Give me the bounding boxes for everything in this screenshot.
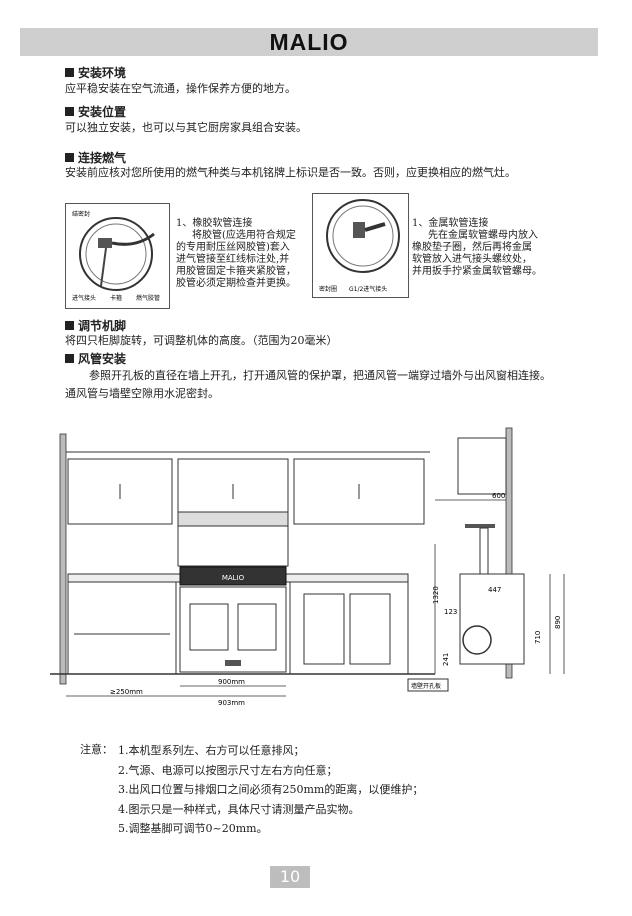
dim-241: 241 [442, 653, 450, 666]
note-item: 2.气源、电源可以按图示尺寸左右方向任意； [118, 763, 338, 777]
metal-hose-diagram: 密封圈 G1/2进气接头 [319, 199, 400, 293]
wall-plate-label: 墙壁开孔板 [411, 682, 441, 690]
section-title-pos: 安装位置 [65, 103, 126, 120]
section-title-duct: 风管安装 [65, 350, 126, 367]
section-text-duct: 参照开孔板的直径在墙上开孔，打开通风管的保护罩，把通风管一端穿过墙外与出风窗相连… [65, 369, 551, 400]
dim-900mm: 900mm [218, 678, 245, 686]
bullet-square-icon [65, 107, 74, 116]
gas-fig2-text: 1、金属软管连接 先在金属软管螺母内放入 橡胶垫子圈，然后再将金属 软管放入进气… [412, 218, 542, 277]
section-title-foot: 调节机脚 [65, 317, 126, 334]
bullet-square-icon [65, 321, 74, 330]
section-text-foot: 将四只柜脚旋转，可调整机体的高度。（范围为20毫米） [65, 334, 338, 347]
gas-figure-rubber-hose: 结密封 进气接头 卡箍 燃气胶管 [65, 203, 170, 309]
section-text-env: 应平稳安装在空气流通，操作保养方便的地方。 [65, 82, 296, 95]
label-inlet: 进气接头 [72, 294, 96, 302]
brand-logo: MALIO [269, 29, 349, 55]
page-number: 10 [270, 866, 310, 888]
dim-250mm: ≥250mm [110, 688, 143, 696]
installation-diagram: MALIO ≥250mm 900mm 903mm 600 447 1320 12… [50, 427, 565, 707]
dim-710: 710 [534, 631, 542, 644]
label-clamp: 卡箍 [110, 294, 122, 302]
note-item: 3.出风口位置与排烟口之间必须有250mm的距离，以便维护； [118, 783, 424, 796]
note-item: 4.图示只是一种样式，具体尺寸请测量产品实物。 [118, 802, 360, 816]
bullet-square-icon [65, 153, 74, 162]
dim-1320: 1320 [432, 586, 440, 604]
label-seal-ring: 密封圈 [319, 285, 337, 293]
dim-447: 447 [488, 586, 501, 594]
label-hose: 燃气胶管 [136, 294, 160, 302]
notes-list: 1.本机型系列左、右方可以任意排风； 2.气源、电源可以按图示尺寸左右方向任意；… [118, 741, 423, 839]
dim-890: 890 [554, 616, 562, 629]
notes-prefix: 注意： [80, 743, 113, 756]
section-text-gas: 安装前应核对您所使用的燃气种类与本机铭牌上标识是否一致。否则，应更换相应的燃气灶… [65, 166, 516, 179]
note-item: 1.本机型系列左、右方可以任意排风； [118, 744, 305, 757]
diagram-brand-label: MALIO [222, 574, 245, 582]
dim-123: 123 [444, 608, 457, 616]
rubber-hose-diagram: 结密封 进气接头 卡箍 燃气胶管 [72, 210, 160, 302]
dim-600: 600 [492, 492, 505, 500]
bullet-square-icon [65, 354, 74, 363]
gas-figure-metal-hose: 密封圈 G1/2进气接头 [312, 193, 409, 298]
gas-fig1-text: 1、橡胶软管连接 将胶管(应选用符合规定 的专用耐压丝网胶管)套入 进气管接至红… [176, 218, 296, 289]
section-title-env: 安装环境 [65, 64, 126, 81]
label-g12-inlet: G1/2进气接头 [349, 285, 387, 293]
bullet-square-icon [65, 68, 74, 77]
label-seal: 结密封 [72, 210, 90, 218]
dim-903mm: 903mm [218, 699, 245, 707]
note-item: 5.调整基脚可调节0~20mm。 [118, 822, 268, 835]
section-text-pos: 可以独立安装，也可以与其它厨房家具组合安装。 [65, 121, 307, 134]
page-header-bar: MALIO [20, 28, 598, 56]
section-title-gas: 连接燃气 [65, 149, 126, 166]
